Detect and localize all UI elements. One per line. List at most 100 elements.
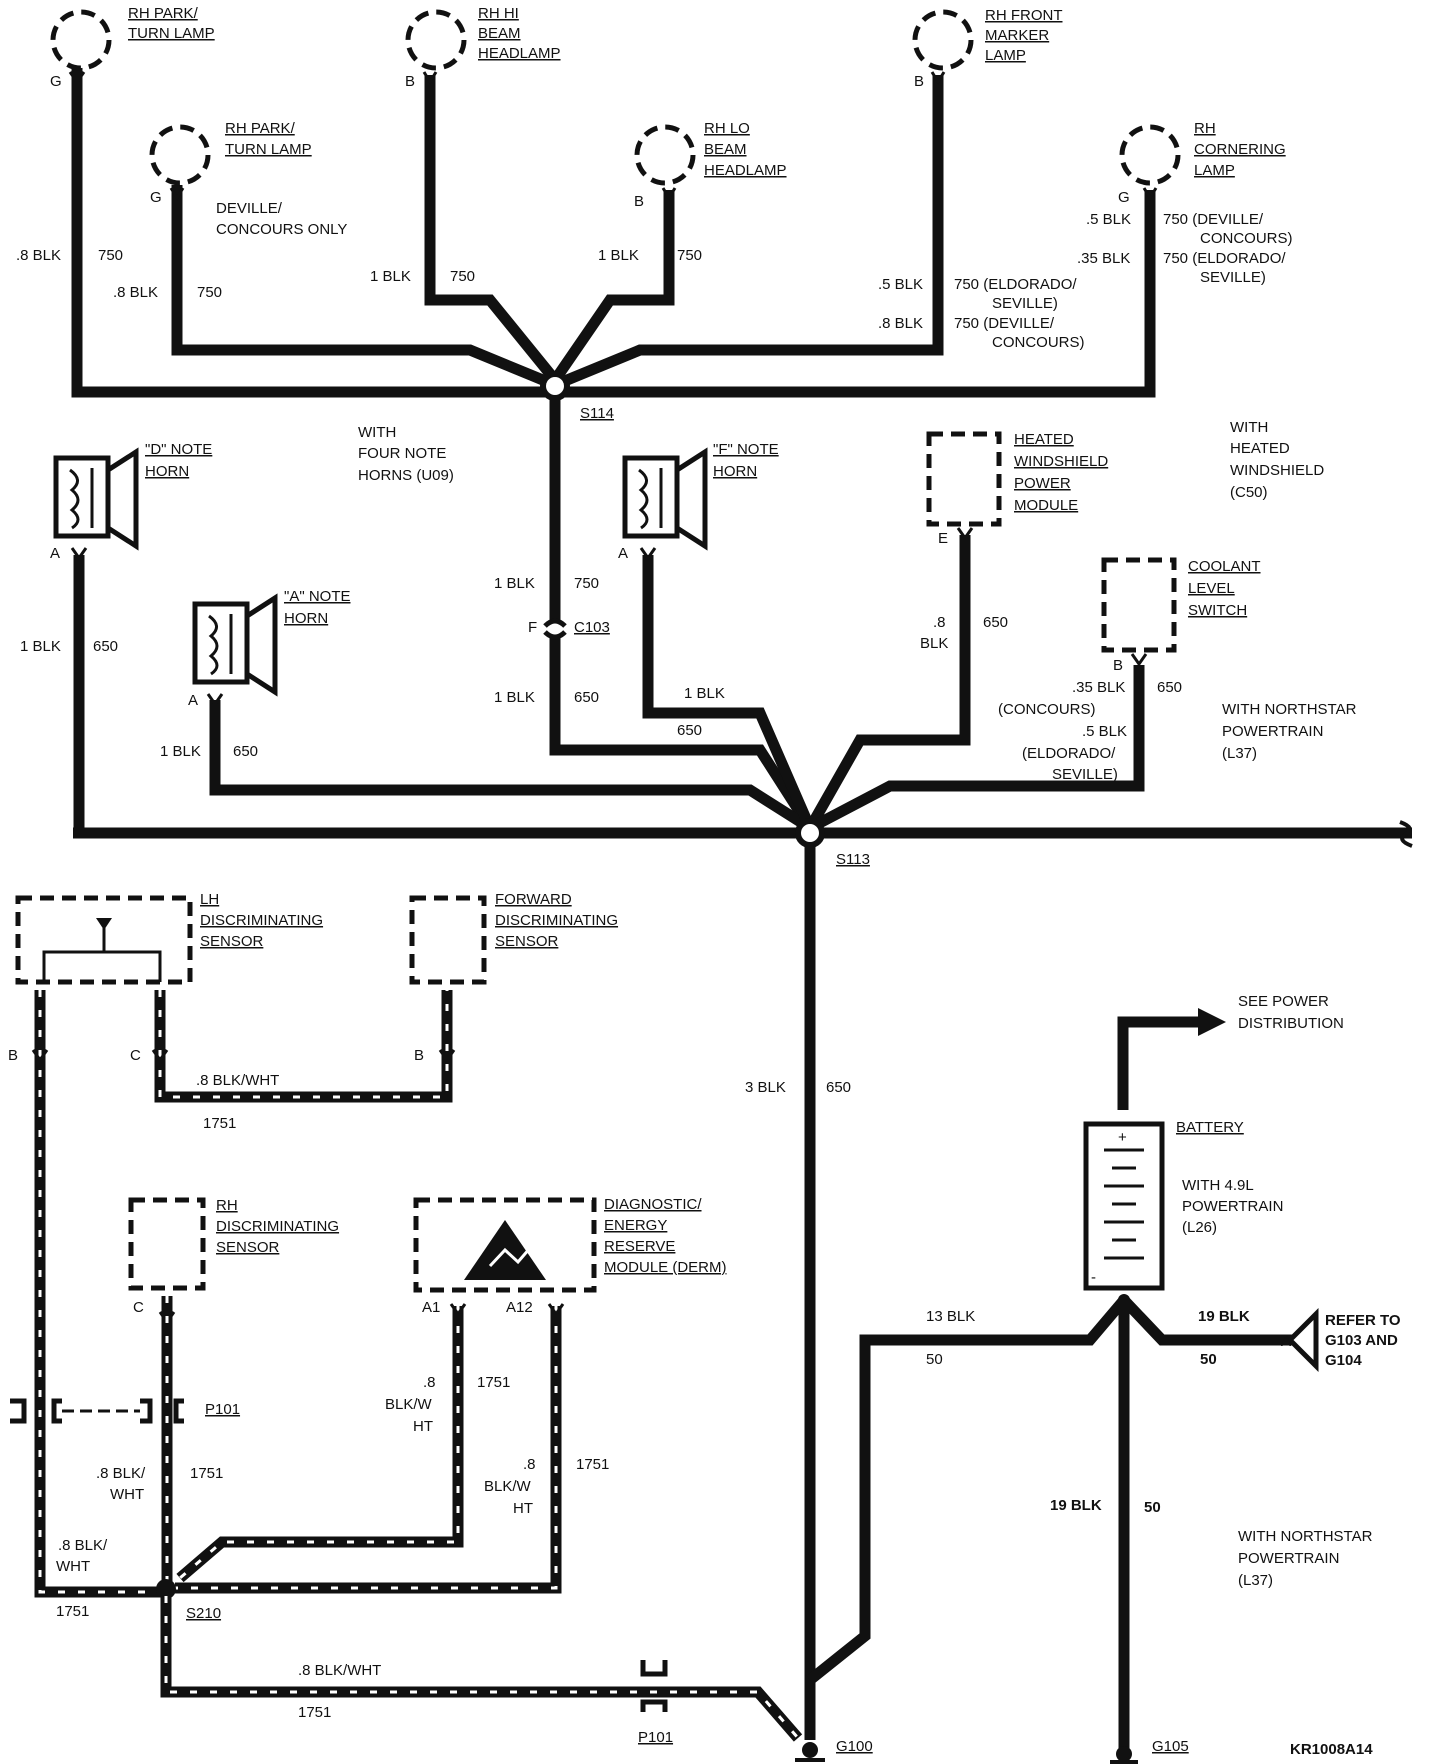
note-heated-ws-d: (C50) xyxy=(1230,484,1268,501)
note-eld-sev-b: SEVILLE) xyxy=(1052,766,1118,783)
label-fwd-disc-b: DISCRIMINATING xyxy=(495,912,618,929)
pin-b5: B xyxy=(8,1047,18,1064)
label-marker-c: LAMP xyxy=(985,47,1026,64)
wire-battery-13blk xyxy=(806,1296,1129,1685)
wire-hi-beam xyxy=(424,75,560,384)
pin-b2: B xyxy=(914,73,924,90)
note-refer-c: G104 xyxy=(1325,1352,1362,1369)
note-see-power-a: SEE POWER xyxy=(1238,993,1329,1010)
pin-a1: A xyxy=(50,545,60,562)
wire-label-w11-circ: 650 xyxy=(677,722,702,739)
wire-label-w16-b: WHT xyxy=(110,1486,144,1503)
wire-label-w18-c: HT xyxy=(413,1418,433,1435)
forward-discriminating-sensor-icon xyxy=(409,895,487,985)
splice-s113 xyxy=(795,818,825,848)
pin-a12-derm: A12 xyxy=(506,1299,533,1316)
connector-c103-icon xyxy=(543,618,567,640)
d-note-horn-icon xyxy=(53,447,139,561)
pin-a1-derm xyxy=(449,1303,467,1317)
wire-bus-s114 xyxy=(71,65,555,398)
wire-label-w17-b: WHT xyxy=(56,1558,90,1575)
wire-label-w4-circ: 750 xyxy=(677,247,702,264)
label-coolant-a: COOLANT xyxy=(1188,558,1261,575)
label-derm-a: DIAGNOSTIC/ xyxy=(604,1196,702,1213)
label-hi-beam-c: HEADLAMP xyxy=(478,45,561,62)
pin-a1-derm: A1 xyxy=(422,1299,440,1316)
label-lo-beam-b: BEAM xyxy=(704,141,747,158)
wire-label-w15-gauge: .8 BLK/WHT xyxy=(196,1072,279,1089)
note-four-horns-a: WITH xyxy=(358,424,396,441)
pin-c-lh xyxy=(151,1049,169,1063)
pin-f1: F xyxy=(528,619,537,636)
wire-derm-a12 xyxy=(175,1306,562,1594)
label-hws-d: MODULE xyxy=(1014,497,1078,514)
wire-label-w21-gauge: 13 BLK xyxy=(926,1308,975,1325)
label-lo-beam-a: RH LO xyxy=(704,120,750,137)
pin-b1: B xyxy=(405,73,415,90)
label-f-horn-a: "F" NOTE xyxy=(713,441,779,458)
wire-label-w2-gauge: .8 BLK xyxy=(113,284,158,301)
pin-b3: B xyxy=(634,193,644,210)
note-marker-eld-b: SEVILLE) xyxy=(992,295,1058,312)
label-d-horn-a: "D" NOTE xyxy=(145,441,212,458)
label-rh-park-turn-2b: TURN LAMP xyxy=(225,141,312,158)
pin-b4: B xyxy=(1113,657,1123,674)
wire-battery-19blk-ring xyxy=(1120,1296,1296,1346)
pin-a2: A xyxy=(618,545,628,562)
wire-f-horn xyxy=(642,555,816,831)
label-lo-beam-c: HEADLAMP xyxy=(704,162,787,179)
note-concours: (CONCOURS) xyxy=(998,701,1096,718)
note-deville-b: CONCOURS ONLY xyxy=(216,221,347,238)
wire-label-w14-circ: 650 xyxy=(826,1079,851,1096)
label-lh-disc-c: SENSOR xyxy=(200,933,264,950)
label-cornering-c: LAMP xyxy=(1194,162,1235,179)
note-four-horns-b: FOUR NOTE xyxy=(358,445,446,462)
note-marker-eld-a: 750 (ELDORADO/ xyxy=(954,276,1077,293)
note-corn-dev-b: CONCOURS) xyxy=(1200,230,1293,247)
ground-g105-icon xyxy=(1110,1746,1138,1764)
wire-label-w14-gauge: 3 BLK xyxy=(745,1079,786,1096)
note-corn-eld-b: SEVILLE) xyxy=(1200,269,1266,286)
pin-b-lh xyxy=(31,1049,49,1063)
wire-label-w19-b: BLK/W xyxy=(484,1478,532,1495)
wire-label-w19-circ: 1751 xyxy=(576,1456,609,1473)
wire-label-w6a: .5 BLK xyxy=(1086,211,1131,228)
label-a-horn-a: "A" NOTE xyxy=(284,588,351,605)
svg-text:+: + xyxy=(1118,1129,1127,1146)
wire-label-w11-gauge: 1 BLK xyxy=(684,685,725,702)
wire-label-w9-circ: 650 xyxy=(93,638,118,655)
label-derm-b: ENERGY xyxy=(604,1217,667,1234)
label-derm-d: MODULE (DERM) xyxy=(604,1259,727,1276)
wire-label-w20-circ: 1751 xyxy=(298,1704,331,1721)
wire-label-w1-circ: 750 xyxy=(98,247,123,264)
note-northstar-2a: WITH NORTHSTAR xyxy=(1238,1528,1373,1545)
wire-label-w12-b: BLK xyxy=(920,635,948,652)
wire-label-w20-gauge: .8 BLK/WHT xyxy=(298,1662,381,1679)
wire-label-w4-gauge: 1 BLK xyxy=(598,247,639,264)
wire-label-w12-a: .8 xyxy=(933,614,946,631)
rh-lo-beam-lamp-icon xyxy=(634,124,696,201)
wire-label-w16-circ: 1751 xyxy=(190,1465,223,1482)
wire-label-w23-gauge: 19 BLK xyxy=(1050,1497,1102,1514)
wire-label-w17-a: .8 BLK/ xyxy=(58,1537,108,1554)
note-heated-ws-b: HEATED xyxy=(1230,440,1290,457)
pin-a-ring: A xyxy=(1281,1333,1291,1350)
note-heated-ws-c: WINDSHIELD xyxy=(1230,462,1324,479)
label-hws-c: POWER xyxy=(1014,475,1071,492)
label-cornering-b: CORNERING xyxy=(1194,141,1286,158)
wire-label-w12-circ: 650 xyxy=(983,614,1008,631)
a-note-horn-icon xyxy=(192,593,278,707)
ground-label-g105: G105 xyxy=(1152,1738,1189,1755)
pin-b6: B xyxy=(414,1047,424,1064)
label-coolant-c: SWITCH xyxy=(1188,602,1247,619)
note-see-power-b: DISTRIBUTION xyxy=(1238,1015,1344,1032)
pin-c1: C xyxy=(130,1047,141,1064)
splice-label-s114: S114 xyxy=(580,405,614,422)
label-f-horn-b: HORN xyxy=(713,463,757,480)
wire-heated-ws xyxy=(805,535,971,831)
note-northstar-2b: POWERTRAIN xyxy=(1238,1550,1339,1567)
label-hi-beam-b: BEAM xyxy=(478,25,521,42)
figure-id: KR1008A14 xyxy=(1290,1741,1373,1758)
rh-discriminating-sensor-icon xyxy=(128,1197,206,1291)
splice-label-s210: S210 xyxy=(186,1605,221,1622)
